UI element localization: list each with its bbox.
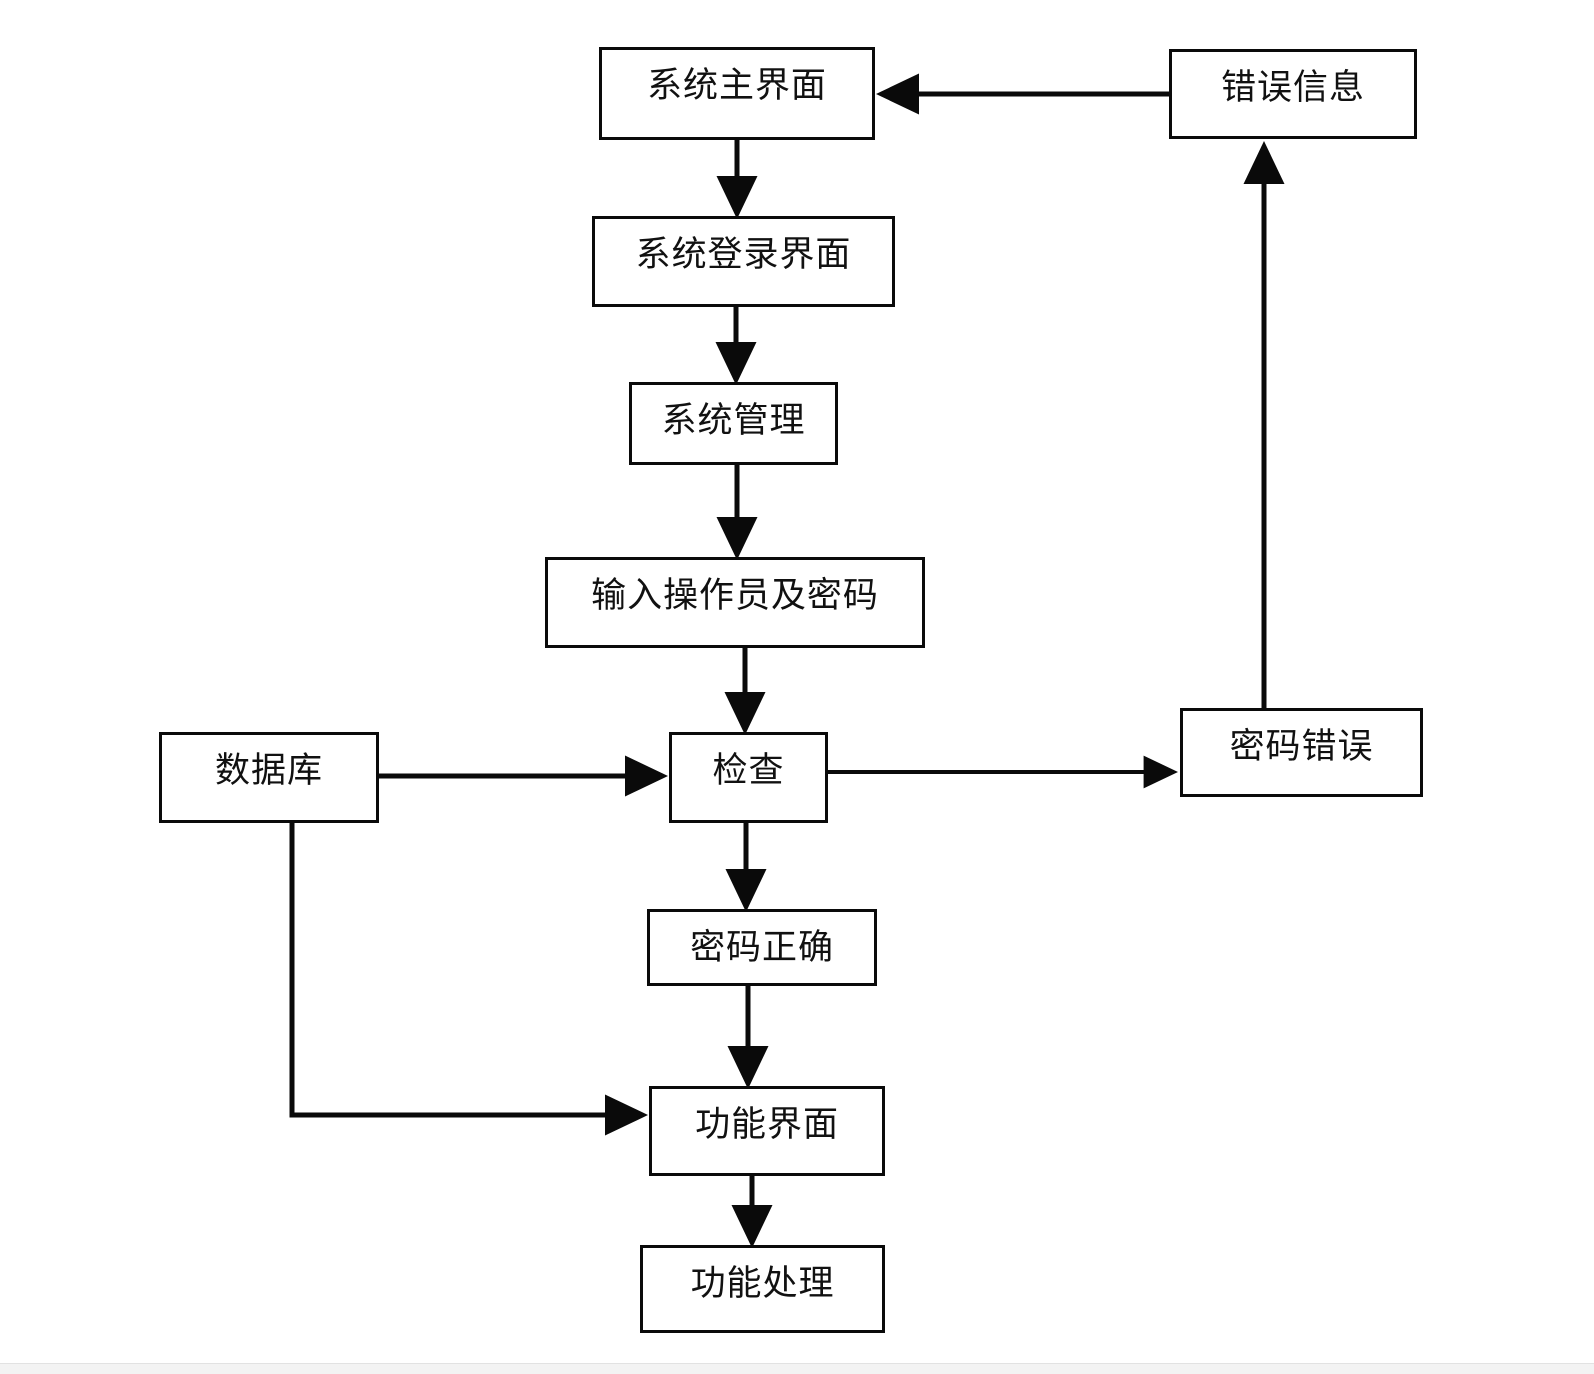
node-main-ui-label: 系统主界面 bbox=[647, 66, 827, 105]
node-database[interactable]: 数据库 bbox=[159, 732, 379, 823]
node-login-ui-label: 系统登录界面 bbox=[635, 235, 852, 274]
node-func-ui-label: 功能界面 bbox=[695, 1105, 839, 1144]
node-pwd-right-label: 密码正确 bbox=[690, 928, 834, 967]
node-pwd-wrong[interactable]: 密码错误 bbox=[1180, 708, 1423, 797]
page-bottom-strip bbox=[0, 1363, 1594, 1374]
node-sys-manage[interactable]: 系统管理 bbox=[629, 382, 838, 465]
node-func-proc[interactable]: 功能处理 bbox=[640, 1245, 885, 1333]
node-login-ui[interactable]: 系统登录界面 bbox=[592, 216, 895, 307]
node-error-msg-label: 错误信息 bbox=[1221, 68, 1365, 107]
node-input-pwd-label: 输入操作员及密码 bbox=[591, 576, 879, 615]
node-pwd-wrong-label: 密码错误 bbox=[1229, 727, 1374, 766]
node-error-msg[interactable]: 错误信息 bbox=[1169, 49, 1417, 139]
node-sys-manage-label: 系统管理 bbox=[661, 401, 806, 440]
node-main-ui[interactable]: 系统主界面 bbox=[599, 47, 875, 140]
node-func-ui[interactable]: 功能界面 bbox=[649, 1086, 885, 1176]
node-pwd-right[interactable]: 密码正确 bbox=[647, 909, 877, 986]
node-func-proc-label: 功能处理 bbox=[690, 1264, 835, 1303]
node-input-pwd[interactable]: 输入操作员及密码 bbox=[545, 557, 925, 648]
node-database-label: 数据库 bbox=[215, 751, 323, 790]
node-check-label: 检查 bbox=[712, 751, 785, 790]
node-check[interactable]: 检查 bbox=[669, 732, 828, 823]
edge-database-to-func-ui bbox=[289, 823, 649, 1136]
